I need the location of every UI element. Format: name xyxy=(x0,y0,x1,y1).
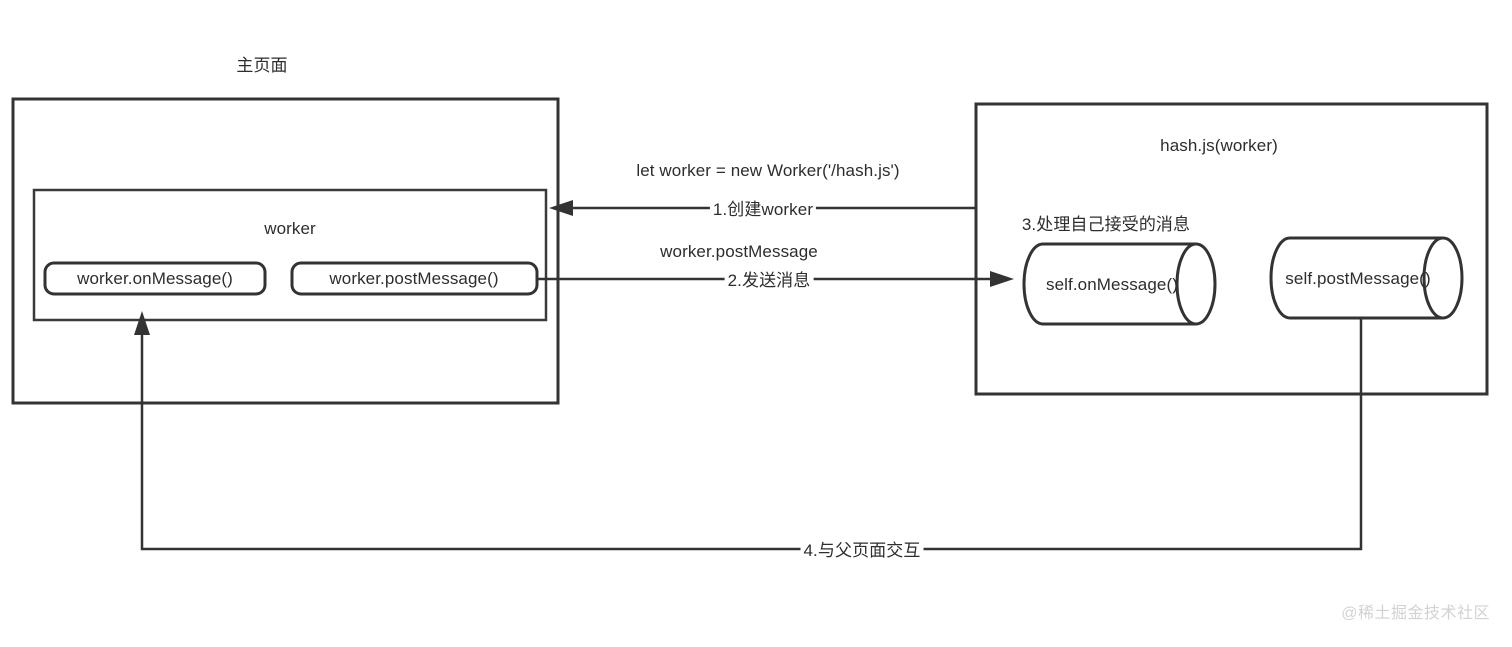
main-page-title: 主页面 xyxy=(236,56,288,75)
worker-post-message-label: worker.postMessage() xyxy=(329,269,499,288)
watermark: @稀土掘金技术社区 xyxy=(1341,605,1490,622)
self-on-message-label: self.onMessage() xyxy=(1046,275,1178,294)
main-page-box xyxy=(11,97,560,405)
worker-on-message-node[interactable] xyxy=(43,261,267,296)
worker-group-label: worker xyxy=(264,219,316,238)
edge-1-code-label: let worker = new Worker('/hash.js') xyxy=(636,161,900,180)
edge-1-step-label: 1.创建worker xyxy=(709,201,817,218)
edge-2-step-label: 2.发送消息 xyxy=(724,272,814,289)
self-on-message-node[interactable] xyxy=(1022,242,1217,326)
edge-2-code-label: worker.postMessage xyxy=(660,242,818,261)
worker-file-title: hash.js(worker) xyxy=(1160,136,1278,155)
edge-4-interact-with-parent xyxy=(134,311,1363,551)
worker-file-note: 3.处理自己接受的消息 xyxy=(1021,215,1191,234)
worker-on-message-label: worker.onMessage() xyxy=(77,269,233,288)
self-post-message-node[interactable] xyxy=(1269,236,1464,320)
self-post-message-label: self.postMessage() xyxy=(1285,269,1431,288)
edge-4-step-label: 4.与父页面交互 xyxy=(800,542,924,559)
worker-group-box xyxy=(32,188,548,322)
